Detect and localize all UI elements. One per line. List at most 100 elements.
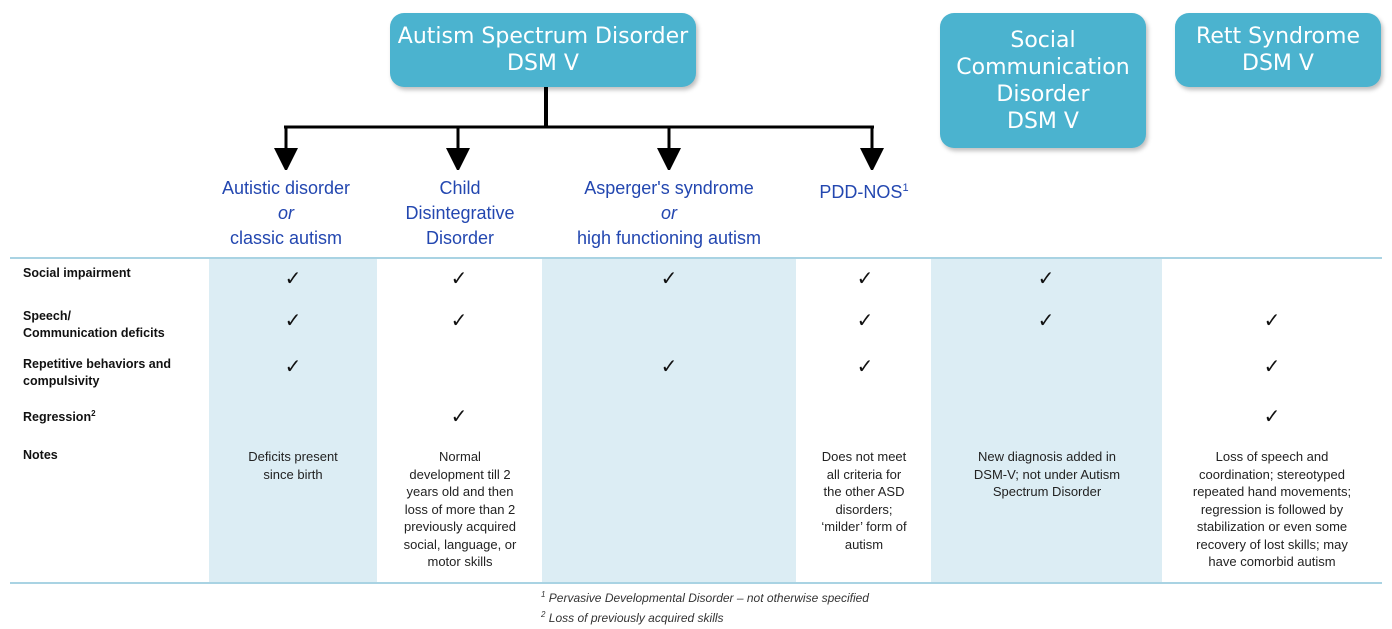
note-cdd-line-1: Normal (439, 449, 481, 464)
row-label-speech-line-1: Speech/ (23, 309, 71, 323)
column-shade-autistic (209, 258, 377, 582)
checkmark-social-cdd: ✓ (450, 266, 468, 290)
rett-header-box: Rett Syndrome DSM V (1175, 13, 1381, 87)
checkmark-repetitive-rett: ✓ (1263, 354, 1281, 378)
note-scd-line-1: New diagnosis added in (977, 449, 1117, 464)
scd-title-line-3: Disorder (996, 81, 1090, 107)
note-pddnos: Does not meet all criteria for the other… (798, 448, 930, 553)
subtype-asperger-or: or (660, 203, 677, 223)
checkmark-speech-autistic: ✓ (284, 308, 302, 332)
note-scd-line-2: DSM-V; not under Autism (973, 466, 1121, 482)
note-rett-line-3: repeated hand movements; (1192, 484, 1352, 499)
row-label-speech: Speech/ Communication deficits (23, 308, 165, 342)
asd-subtitle: DSM V (507, 51, 579, 76)
footnote-2-marker: 2 (541, 610, 546, 619)
checkmark-regression-rett: ✓ (1263, 404, 1281, 428)
note-scd-line-3: Spectrum Disorder (992, 484, 1102, 499)
checkmark-social-pddnos: ✓ (856, 266, 874, 290)
subtype-asperger-line-3: high functioning autism (576, 228, 762, 248)
rett-subtitle: DSM V (1242, 51, 1314, 76)
column-shade-asperger (542, 258, 796, 582)
row-label-regression-wrap: Regression2 (23, 405, 96, 426)
subtype-cdd-line-1: Child (439, 178, 481, 198)
table-top-rule (10, 257, 1382, 259)
row-label-regression-footnote-marker: 2 (91, 409, 96, 418)
row-label-repetitive-line-1: Repetitive behaviors and (23, 357, 171, 371)
rett-title: Rett Syndrome (1196, 24, 1360, 49)
note-rett-line-2: coordination; stereotyped (1199, 466, 1345, 482)
scd-subtitle: DSM V (1007, 108, 1079, 134)
checkmark-regression-cdd: ✓ (450, 404, 468, 428)
note-autistic-line-1: Deficits present (248, 449, 338, 464)
tree-connector (274, 87, 884, 170)
note-pddnos-line-1: Does not meet (821, 449, 907, 464)
note-rett: Loss of speech and coordination; stereot… (1163, 448, 1381, 571)
row-label-social: Social impairment (23, 265, 131, 282)
row-label-social-text: Social impairment (23, 266, 131, 280)
subtype-autistic-line-1: Autistic disorder (221, 178, 351, 198)
subtype-autistic-line-3: classic autism (229, 228, 343, 248)
subtype-cdd-line-3: Disorder (425, 228, 495, 248)
checkmark-social-scd: ✓ (1037, 266, 1055, 290)
note-pddnos-line-2: all criteria for (826, 466, 902, 482)
note-pddnos-line-5: ‘milder’ form of (821, 519, 907, 534)
checkmark-social-autistic: ✓ (284, 266, 302, 290)
note-rett-line-1: Loss of speech and (1215, 449, 1329, 464)
row-label-repetitive: Repetitive behaviors and compulsivity (23, 356, 171, 390)
note-cdd-line-3: years old and then (406, 484, 514, 499)
checkmark-social-asperger: ✓ (660, 266, 678, 290)
subtype-pddnos-label-wrap: PDD-NOS1 (796, 176, 932, 205)
subtype-pddnos-label: PDD-NOS (819, 182, 903, 202)
note-cdd-line-4: loss of more than 2 (404, 501, 516, 517)
subtype-autistic-or: or (277, 203, 294, 223)
row-label-regression-text: Regression (23, 410, 92, 425)
note-rett-line-4: regression is followed by (1200, 501, 1344, 517)
note-rett-line-6: recovery of lost skills; may (1196, 536, 1348, 552)
footnote-1: 1 Pervasive Developmental Disorder – not… (541, 587, 869, 606)
note-rett-line-5: stabilization or even some (1196, 519, 1348, 534)
subtype-pddnos: PDD-NOS1 (796, 176, 932, 205)
footnote-2: 2 Loss of previously acquired skills (541, 607, 724, 626)
subtype-pddnos-footnote-marker: 1 (902, 182, 909, 194)
scd-title-line-2: Communication (956, 54, 1130, 80)
column-shade-scd (931, 258, 1162, 582)
checkmark-speech-rett: ✓ (1263, 308, 1281, 332)
asd-title: Autism Spectrum Disorder (397, 24, 689, 49)
note-autistic-line-2: since birth (263, 466, 323, 482)
checkmark-repetitive-asperger: ✓ (660, 354, 678, 378)
note-scd: New diagnosis added in DSM-V; not under … (933, 448, 1161, 501)
note-cdd-line-2: development till 2 (409, 466, 511, 482)
checkmark-speech-scd: ✓ (1037, 308, 1055, 332)
table-bottom-rule (10, 582, 1382, 584)
footnote-1-text: Pervasive Developmental Disorder – not o… (548, 591, 869, 605)
row-label-repetitive-line-2: compulsivity (23, 374, 100, 388)
note-rett-line-7: have comorbid autism (1208, 554, 1336, 569)
footnote-2-text: Loss of previously acquired skills (548, 611, 724, 625)
note-pddnos-line-4: disorders; (835, 501, 893, 517)
note-autistic: Deficits present since birth (214, 448, 372, 483)
row-label-notes-text: Notes (23, 448, 58, 462)
scd-title-line-1: Social (1010, 27, 1076, 53)
note-cdd-line-6: social, language, or (403, 536, 517, 552)
checkmark-repetitive-pddnos: ✓ (856, 354, 874, 378)
subtype-cdd-line-2: Disintegrative (405, 203, 515, 223)
row-label-notes: Notes (23, 447, 58, 464)
note-cdd-line-7: motor skills (427, 554, 493, 569)
row-label-speech-line-2: Communication deficits (23, 326, 165, 340)
checkmark-speech-cdd: ✓ (450, 308, 468, 332)
asd-header-box: Autism Spectrum Disorder DSM V (390, 13, 696, 87)
scd-header-box: Social Communication Disorder DSM V (940, 13, 1146, 148)
note-cdd-line-5: previously acquired (403, 519, 516, 534)
footnote-1-marker: 1 (541, 590, 546, 599)
subtype-asperger: Asperger's syndrome or high functioning … (549, 176, 789, 251)
subtype-cdd: Child Disintegrative Disorder (378, 176, 542, 251)
row-label-regression: Regression2 (23, 405, 96, 426)
checkmark-repetitive-autistic: ✓ (284, 354, 302, 378)
note-cdd: Normal development till 2 years old and … (379, 448, 541, 571)
subtype-autistic: Autistic disorder or classic autism (196, 176, 376, 251)
note-pddnos-line-6: autism (844, 536, 884, 552)
checkmark-speech-pddnos: ✓ (856, 308, 874, 332)
note-pddnos-line-3: the other ASD (823, 484, 905, 499)
subtype-asperger-line-1: Asperger's syndrome (584, 178, 754, 198)
